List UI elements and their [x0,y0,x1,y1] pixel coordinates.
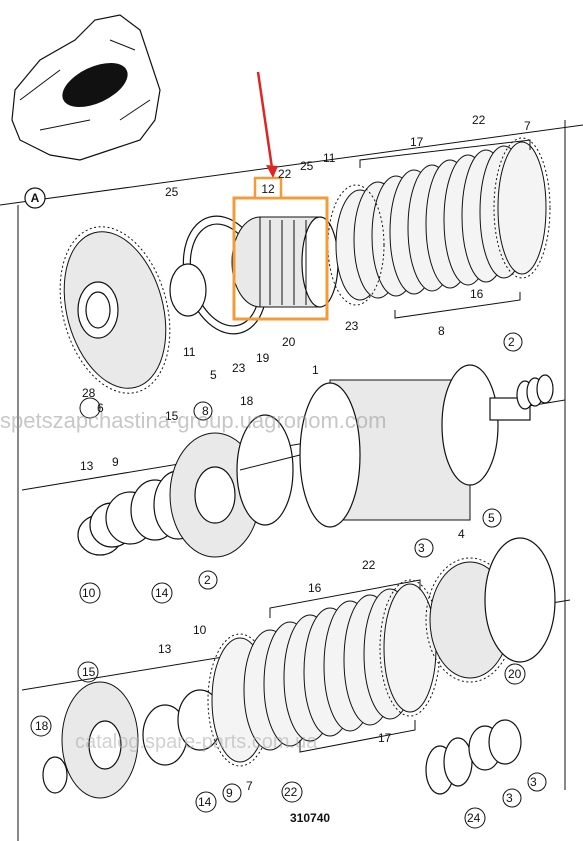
top-assembly [59,137,551,394]
section-marker-label: A [31,191,40,205]
arrow-head-icon [266,165,278,178]
highlight-label-box [253,176,283,200]
callout: 23 [232,361,246,375]
callout: 25 [165,185,179,199]
callout: 7 [524,119,531,133]
callout: 17 [410,135,424,149]
callout: 13 [158,642,172,656]
callout: 5 [488,511,495,525]
callout: 28 [82,386,96,400]
section-marker: A [24,187,46,209]
callout: 22 [472,113,486,127]
callout: 17 [378,731,392,745]
callout: 3 [418,541,425,555]
callout: 19 [256,351,270,365]
callout: 20 [508,667,522,681]
bottom-assembly [42,537,556,799]
callout: 25 [300,159,314,173]
callout: 2 [204,573,211,587]
callout: 22 [278,167,292,181]
callout: 8 [202,404,209,418]
callout: 16 [308,581,322,595]
callout: 2 [508,335,515,349]
callout: 9 [112,455,119,469]
callout: 15 [82,665,96,679]
callout: 18 [240,394,254,408]
callout: 10 [193,623,207,637]
callout: 5 [210,368,217,382]
callout: 3 [506,791,513,805]
callouts-bottom: 3 4 5 22 16 10 13 20 15 18 7 9 14 22 17 … [35,511,537,825]
middle-assembly [77,364,554,558]
callout: 20 [282,335,296,349]
callout: 10 [82,586,96,600]
callouts-middle: 15 8 18 1 8 2 13 9 10 14 2 [80,324,515,600]
callout: 22 [284,785,298,799]
callouts-top: 25 22 25 11 17 22 7 28 6 11 5 23 19 20 2… [82,113,531,415]
callout: 1 [312,363,319,377]
callout: 11 [183,345,196,359]
callout: 24 [467,811,481,825]
callout: 9 [226,786,233,800]
highlight-part-12: 12 [232,71,329,321]
callout: 15 [165,409,179,423]
callout: 8 [438,324,445,338]
callout: 14 [198,795,212,809]
callout: 3 [530,775,537,789]
callout: 16 [470,287,484,301]
callout: 23 [345,319,359,333]
callout: 7 [246,779,253,793]
vehicle-thumbnail [11,14,161,161]
callout: 13 [80,459,94,473]
watermark-secondary: catalog.spare-parts.com.ua [75,731,318,753]
highlight-label: 12 [261,182,275,196]
callout: 4 [458,527,465,541]
watermark-main: spetszapchastina-group.uagronom.com [0,408,386,433]
callout: 14 [155,586,169,600]
figure-number: 310740 [290,811,330,825]
callout-circles [30,332,547,829]
callout: 22 [362,558,376,572]
callout: 11 [323,151,336,165]
highlight-arrow [256,71,274,169]
callout: 18 [35,719,49,733]
